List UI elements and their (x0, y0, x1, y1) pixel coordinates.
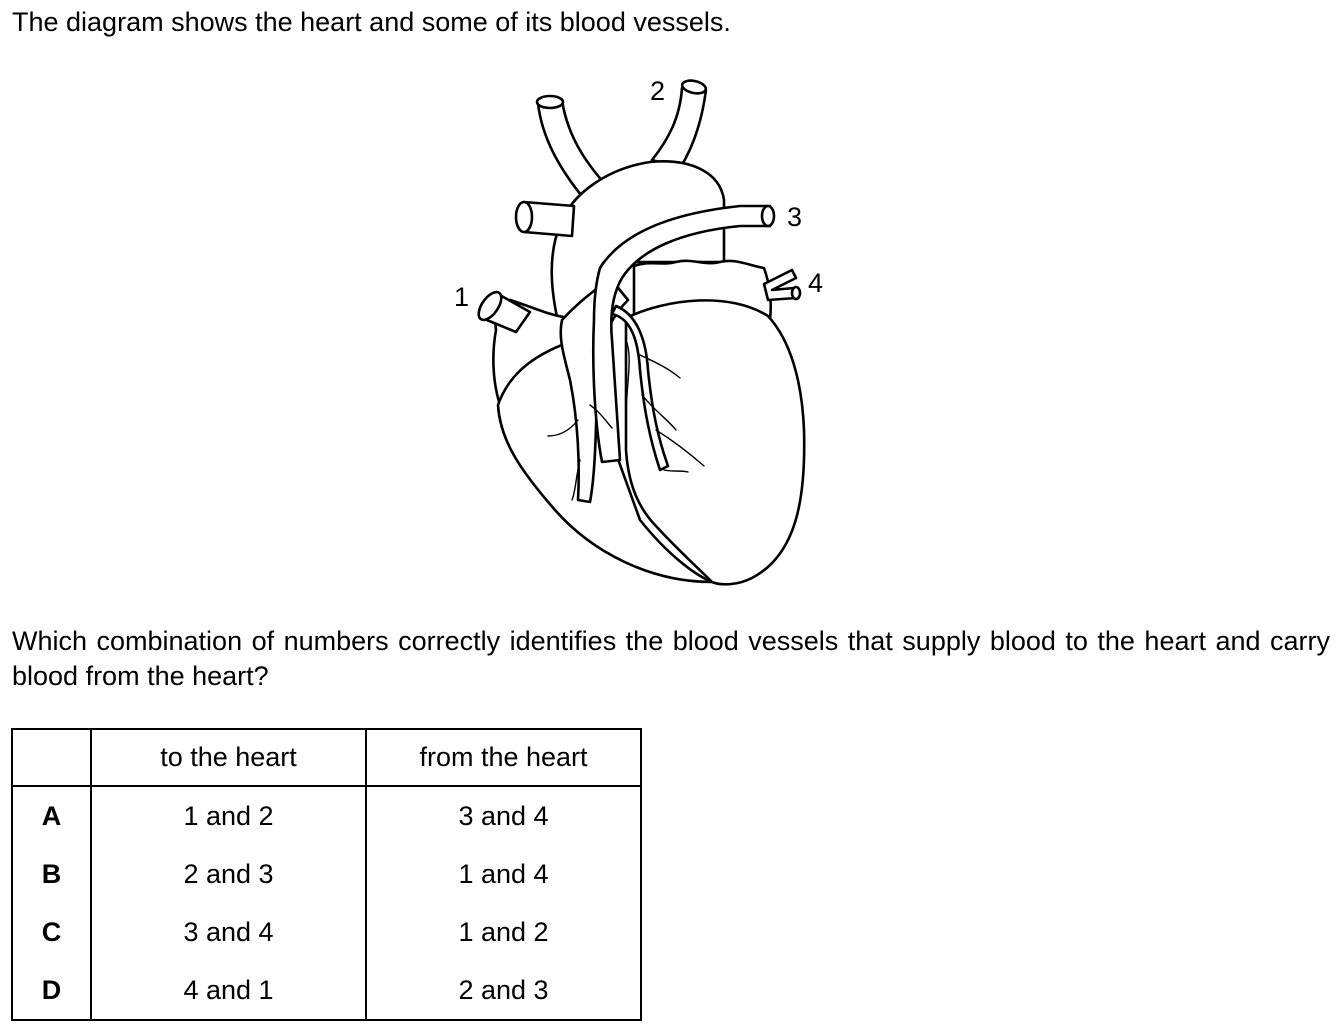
to-heart-cell: 4 and 1 (90, 961, 367, 1021)
label-4: 4 (808, 268, 823, 298)
table-row: A 1 and 2 3 and 4 (11, 786, 642, 845)
from-heart-cell: 1 and 2 (365, 903, 642, 961)
upper-left-branch-opening (535, 94, 565, 110)
intro-text: The diagram shows the heart and some of … (12, 7, 731, 37)
question-text: Which combination of numbers correctly i… (12, 626, 1330, 691)
vein-left-2 (571, 459, 581, 501)
vessel-3 (591, 204, 772, 464)
vein-right-1 (655, 429, 705, 467)
label-1: 1 (454, 282, 469, 312)
table-row: D 4 and 1 2 and 3 (11, 961, 642, 1021)
vessel-4-opening (790, 285, 802, 301)
from-heart-cell: 3 and 4 (365, 786, 642, 845)
option-letter: B (11, 845, 92, 903)
header-option (11, 728, 92, 787)
option-letter: A (11, 786, 92, 845)
to-heart-cell: 1 and 2 (90, 786, 367, 845)
table-header-row: to the heart from the heart (11, 728, 642, 787)
header-from-heart: from the heart (365, 728, 642, 787)
table-row: B 2 and 3 1 and 4 (11, 845, 642, 903)
coronary-artery (610, 304, 670, 472)
to-heart-cell: 2 and 3 (90, 845, 367, 903)
from-heart-cell: 2 and 3 (365, 961, 642, 1021)
answer-table: to the heart from the heart A 1 and 2 3 … (11, 728, 642, 1021)
table-row: C 3 and 4 1 and 2 (11, 903, 642, 961)
to-heart-cell: 3 and 4 (90, 903, 367, 961)
vein-left-3 (589, 404, 613, 429)
left-side-vessel-opening (514, 200, 534, 234)
vessel-4 (762, 268, 798, 302)
from-heart-cell: 1 and 4 (365, 845, 642, 903)
vessel-1-opening (477, 290, 503, 322)
vessel-3-opening (760, 204, 776, 228)
vein-right-2 (663, 469, 689, 473)
label-2: 2 (650, 76, 665, 106)
option-letter: C (11, 903, 92, 961)
vein-mid-3 (641, 394, 677, 431)
vein-mid-2 (639, 354, 681, 379)
vein-left-1 (547, 419, 579, 437)
label-3: 3 (787, 202, 802, 232)
heart-diagram: 1 2 3 4 (454, 76, 823, 586)
vessel-2-opening (680, 79, 708, 95)
vein-mid-1 (625, 339, 630, 411)
header-to-heart: to the heart (90, 728, 367, 787)
option-letter: D (11, 961, 92, 1021)
